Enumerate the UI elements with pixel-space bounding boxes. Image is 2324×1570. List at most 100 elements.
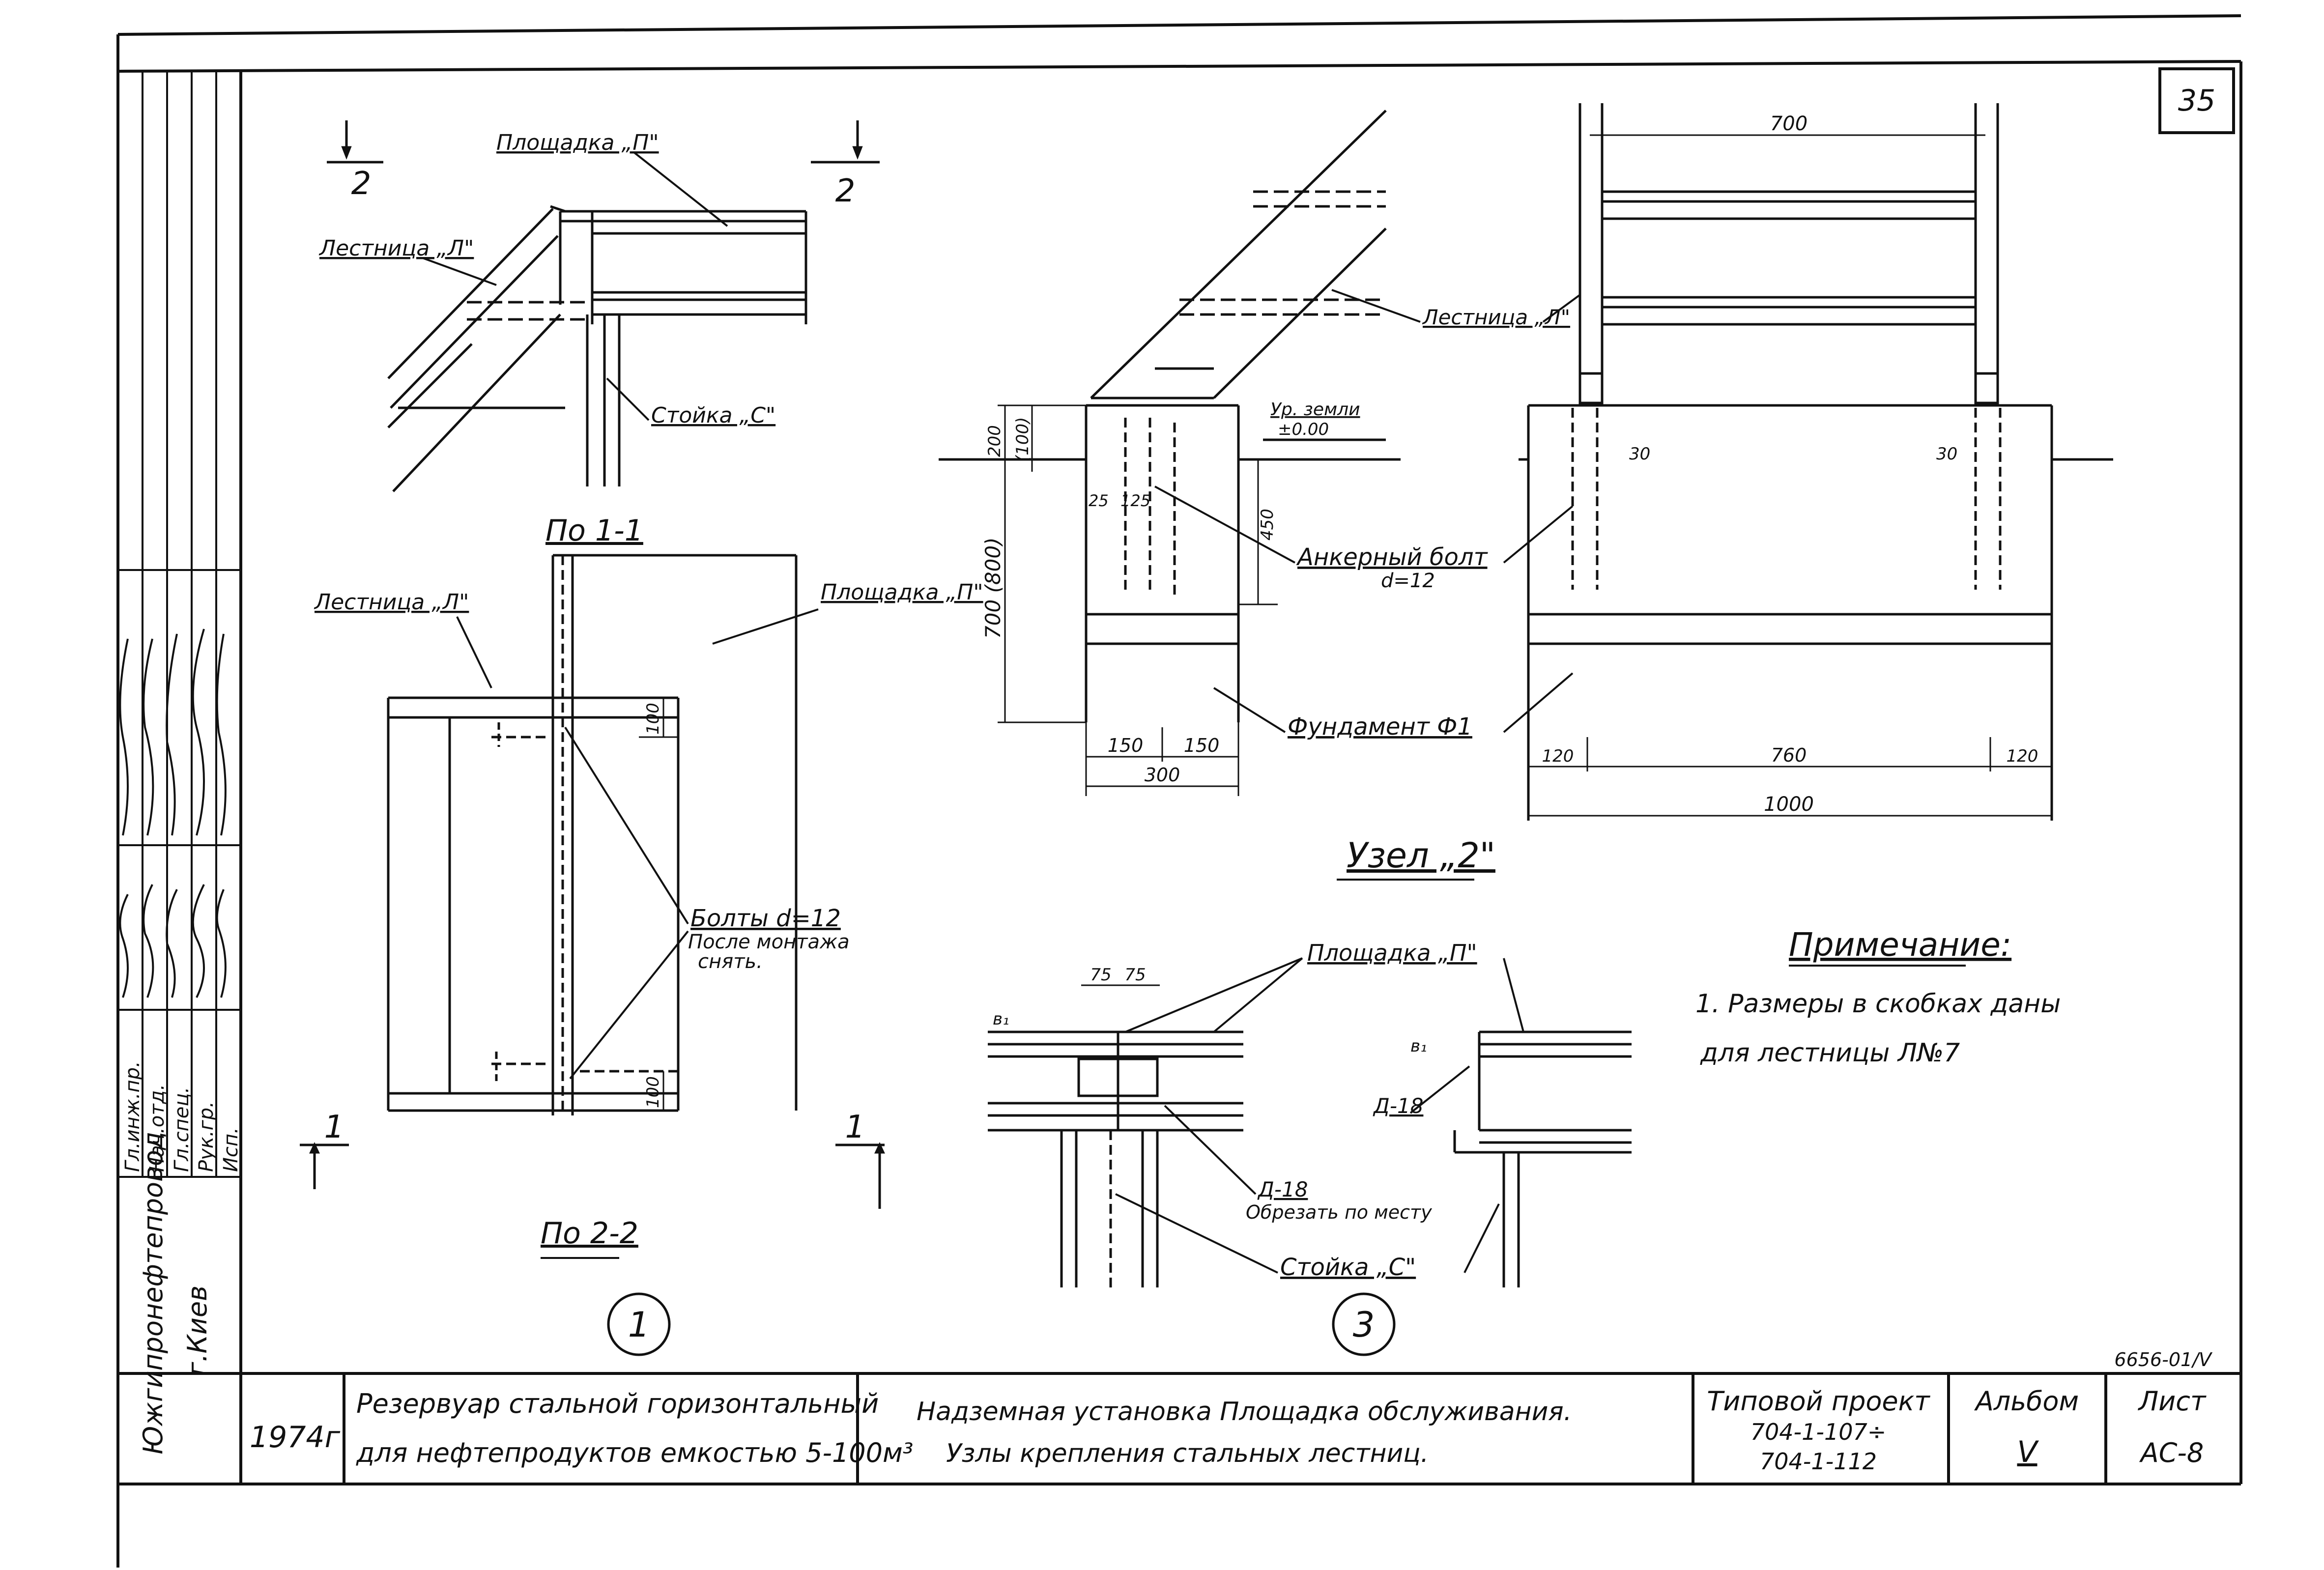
node2-label-ground: Ур. земли [1270, 400, 1360, 420]
title-year: 1974г [250, 1420, 341, 1455]
node2-foundation-right [1519, 404, 2113, 821]
view-plan-1-1: По 1-1 По 2-2 1 [300, 514, 983, 1356]
node2-dim-30-a: 30 [1629, 444, 1650, 464]
node3-label-post: Стойка „С" [1280, 1254, 1416, 1281]
list-value: АС-8 [2139, 1437, 2204, 1468]
signatures [119, 628, 227, 998]
plan-label-stair: Лестница „Л" [314, 590, 469, 615]
album-value: V [2017, 1435, 2039, 1469]
node3-right-beam [1453, 1030, 1632, 1287]
plan-dim-100-top [639, 697, 678, 738]
section-mark-right [811, 120, 880, 164]
plan-dim-100-bottom-text: 100 [643, 1076, 663, 1108]
node2-dim-left [998, 404, 1278, 723]
node2-dim-300: 300 [1145, 764, 1180, 786]
note-line-1: 1. Размеры в скобках даны [1695, 989, 2061, 1019]
node2-frame [1578, 103, 1999, 404]
post-c [559, 211, 621, 486]
detail-circle-3-label: 3 [1353, 1305, 1375, 1345]
sheet-number: 35 [2178, 84, 2215, 118]
node3-label-l18-bottom: Д-18 [1257, 1177, 1308, 1201]
section-mark-right-label: 2 [835, 173, 856, 209]
node2-ground [939, 438, 1401, 461]
detail-circle-3 [1332, 1292, 1396, 1356]
title-center-line1: Надземная установка Площадка обслуживани… [917, 1397, 1572, 1427]
detail-circle-1 [607, 1292, 671, 1356]
sheet-frame [116, 14, 2242, 1568]
node2-dim-450: 450 [1258, 509, 1277, 541]
node2-dim-30-b: 30 [1936, 444, 1957, 464]
node3-label-cut: Обрезать по месту [1246, 1201, 1432, 1223]
plan-label-bolts-note-1: После монтажа [688, 931, 850, 953]
side-org-city: г.Киев [182, 1285, 213, 1376]
node3-label-l18-left: Д-18 [1373, 1094, 1423, 1118]
view-node-3: в₁ 75 75 в₁ Площадка „П" Д-18 Д-18 Обрез… [988, 940, 1632, 1356]
node2-dim-120-b: 120 [2007, 746, 2038, 766]
title-center-line2: Узлы крепления стальных лестниц. [946, 1439, 1429, 1468]
node2-dim-bottom [1085, 722, 1239, 796]
node2-dim-150-b: 150 [1184, 735, 1220, 756]
sheet-number-box: 35 [2158, 67, 2235, 134]
node2-label-stair: Лестница „Л" [1422, 305, 1570, 329]
node2-label-ground-level: ±0.00 [1278, 420, 1329, 439]
view-section-2-2: 2 2 [318, 120, 880, 492]
side-role-1: Гл.инж.пр. [121, 1061, 144, 1172]
node2-dim-700-top-text: 700 [1770, 113, 1808, 135]
node2-stair [1090, 110, 1387, 400]
title-block: 1974г Резервуар стальной горизонтальный … [250, 1349, 2213, 1484]
label-stair-l: Лестница „Л" [318, 236, 474, 261]
plan-section-mark-right [835, 1142, 885, 1209]
node2-label-foundation: Фундамент Ф1 [1288, 713, 1472, 741]
plan-title-top: По 1-1 [545, 514, 643, 548]
label-platform-p: Площадка „П" [496, 130, 659, 155]
node2-dim-200: 200 [985, 425, 1004, 457]
node3-label-platform: Площадка „П" [1307, 940, 1477, 966]
plan-outline [387, 554, 798, 1115]
node2-label-anchor-d: d=12 [1381, 570, 1435, 592]
plan-section-mark-right-label: 1 [845, 1109, 865, 1145]
side-role-3: Гл.спец. [171, 1087, 193, 1172]
node2-dim-120-a: 120 [1542, 746, 1574, 766]
node3-dim-75-a: 75 [1090, 965, 1111, 985]
archive-number: 6656-01/V [2114, 1349, 2213, 1370]
plan-section-mark-left-label: 1 [324, 1109, 344, 1145]
node2-dim-760: 760 [1771, 744, 1807, 766]
node3-dim-b1-right: в₁ [1410, 1036, 1427, 1056]
title-left-line2: для нефтепродуктов емкостью 5-100м³ [356, 1437, 913, 1468]
project-code-2: 704-1-112 [1760, 1448, 1877, 1475]
side-role-5: Исп. [220, 1127, 242, 1172]
note-heading: Примечание: [1789, 926, 2011, 964]
node3-dim-75-b: 75 [1124, 965, 1146, 985]
node3-dim-b1: в₁ [993, 1009, 1009, 1029]
node2-dim-100: (100) [1013, 417, 1033, 462]
node2-title: Узел „2" [1347, 835, 1495, 876]
list-label: Лист [2138, 1386, 2207, 1417]
note-block: Примечание: 1. Размеры в скобках даны дл… [1695, 926, 2061, 1068]
node2-dim-700: 700 (800) [981, 538, 1005, 639]
node3-left-beam [988, 1030, 1243, 1287]
side-stamp: Южгипронефтепровод г.Киев Гл.инж.пр. Нач… [118, 71, 242, 1455]
node2-dim-25: 25 [1089, 491, 1109, 510]
platform-beam [467, 210, 807, 324]
plan-section-mark-left [300, 1142, 349, 1189]
detail-circle-1-label: 1 [628, 1305, 650, 1345]
project-code-1: 704-1-107÷ [1750, 1419, 1887, 1445]
node2-label-anchor: Анкерный болт [1296, 543, 1489, 571]
node2-dim-125: 125 [1120, 491, 1150, 510]
plan-title-bottom: По 2-2 [541, 1216, 638, 1251]
section-mark-left [327, 120, 383, 164]
section-mark-left-label: 2 [351, 166, 372, 202]
view-node-2: Ур. земли ±0.00 200 (100) 700 (800) 450 … [939, 103, 2113, 881]
side-role-4: Рук.гр. [195, 1101, 218, 1172]
node2-dim-1000: 1000 [1764, 793, 1814, 816]
plan-dim-100-top-text: 100 [643, 703, 663, 735]
node2-dim-right-bottom [1528, 737, 2052, 817]
stair-stringers [387, 205, 566, 492]
album-label: Альбом [1974, 1386, 2079, 1417]
title-left-line1: Резервуар стальной горизонтальный [356, 1388, 879, 1419]
plan-label-bolts-note-2: снять. [698, 950, 763, 973]
plan-label-bolts: Болты d=12 [690, 905, 841, 932]
note-line-2: для лестницы Л№7 [1700, 1038, 1960, 1068]
label-post-c: Стойка „С" [651, 403, 775, 428]
